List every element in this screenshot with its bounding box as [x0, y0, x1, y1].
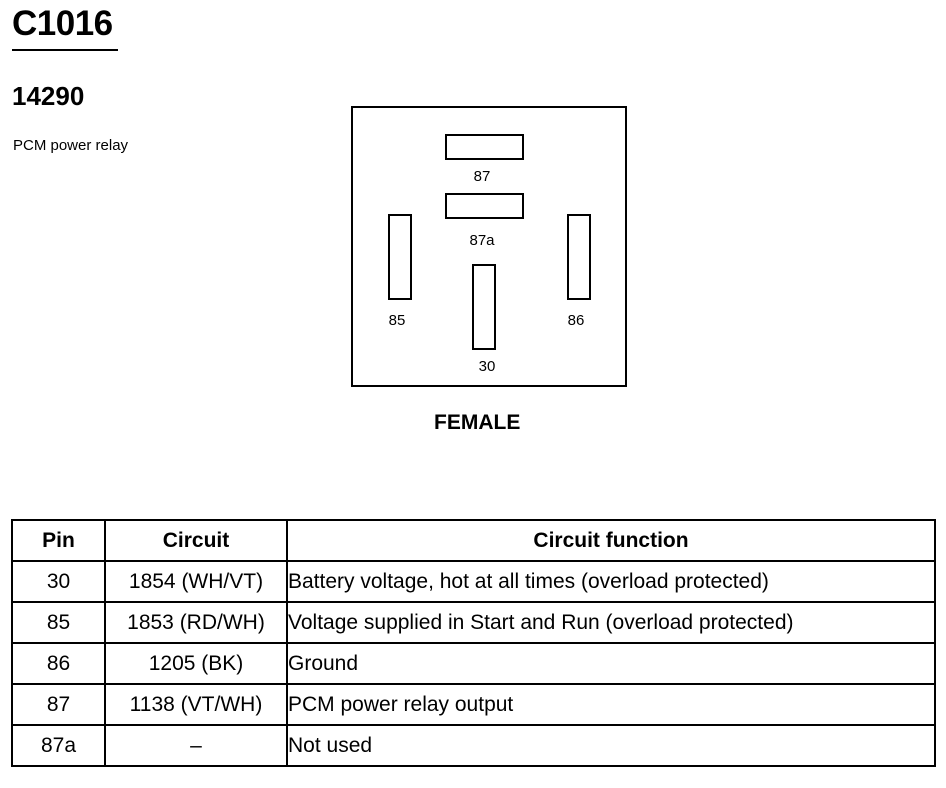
cell-function: Not used — [286, 724, 936, 767]
cell-pin: 30 — [11, 560, 106, 603]
table-row: 87a – Not used — [11, 724, 936, 767]
table-row: 87 1138 (VT/WH) PCM power relay output — [11, 683, 936, 726]
part-number: 14290 — [12, 81, 85, 111]
terminal-30 — [472, 264, 496, 350]
connector-face-diagram: 87 87a 85 86 30 — [351, 106, 627, 387]
cell-pin: 86 — [11, 642, 106, 685]
header-circuit-function: Circuit function — [286, 519, 936, 562]
pin-label-86: 86 — [567, 312, 585, 329]
terminal-87 — [445, 134, 524, 160]
cell-circuit: 1853 (RD/WH) — [104, 601, 288, 644]
cell-function: Voltage supplied in Start and Run (overl… — [286, 601, 936, 644]
connector-id: C1016 — [12, 4, 113, 43]
table-row: 85 1853 (RD/WH) Voltage supplied in Star… — [11, 601, 936, 644]
pin-label-30: 30 — [478, 358, 496, 375]
terminal-85 — [388, 214, 412, 300]
cell-function: Battery voltage, hot at all times (overl… — [286, 560, 936, 603]
cell-function: PCM power relay output — [286, 683, 936, 726]
cell-pin: 87 — [11, 683, 106, 726]
cell-pin: 85 — [11, 601, 106, 644]
connector-gender-label: FEMALE — [434, 411, 521, 434]
pin-function-table: Pin Circuit Circuit function 30 1854 (WH… — [11, 519, 936, 767]
pin-label-85: 85 — [388, 312, 406, 329]
header-circuit: Circuit — [104, 519, 288, 562]
cell-function: Ground — [286, 642, 936, 685]
table-header-row: Pin Circuit Circuit function — [11, 519, 936, 562]
cell-circuit: 1138 (VT/WH) — [104, 683, 288, 726]
cell-circuit: 1854 (WH/VT) — [104, 560, 288, 603]
pin-label-87a: 87a — [469, 232, 495, 249]
terminal-87a — [445, 193, 524, 219]
pin-label-87: 87 — [473, 168, 491, 185]
header-pin: Pin — [11, 519, 106, 562]
cell-circuit: – — [104, 724, 288, 767]
cell-pin: 87a — [11, 724, 106, 767]
connector-description: PCM power relay — [13, 137, 129, 154]
terminal-86 — [567, 214, 591, 300]
cell-circuit: 1205 (BK) — [104, 642, 288, 685]
table-row: 86 1205 (BK) Ground — [11, 642, 936, 685]
title-underline — [12, 49, 118, 51]
table-row: 30 1854 (WH/VT) Battery voltage, hot at … — [11, 560, 936, 603]
